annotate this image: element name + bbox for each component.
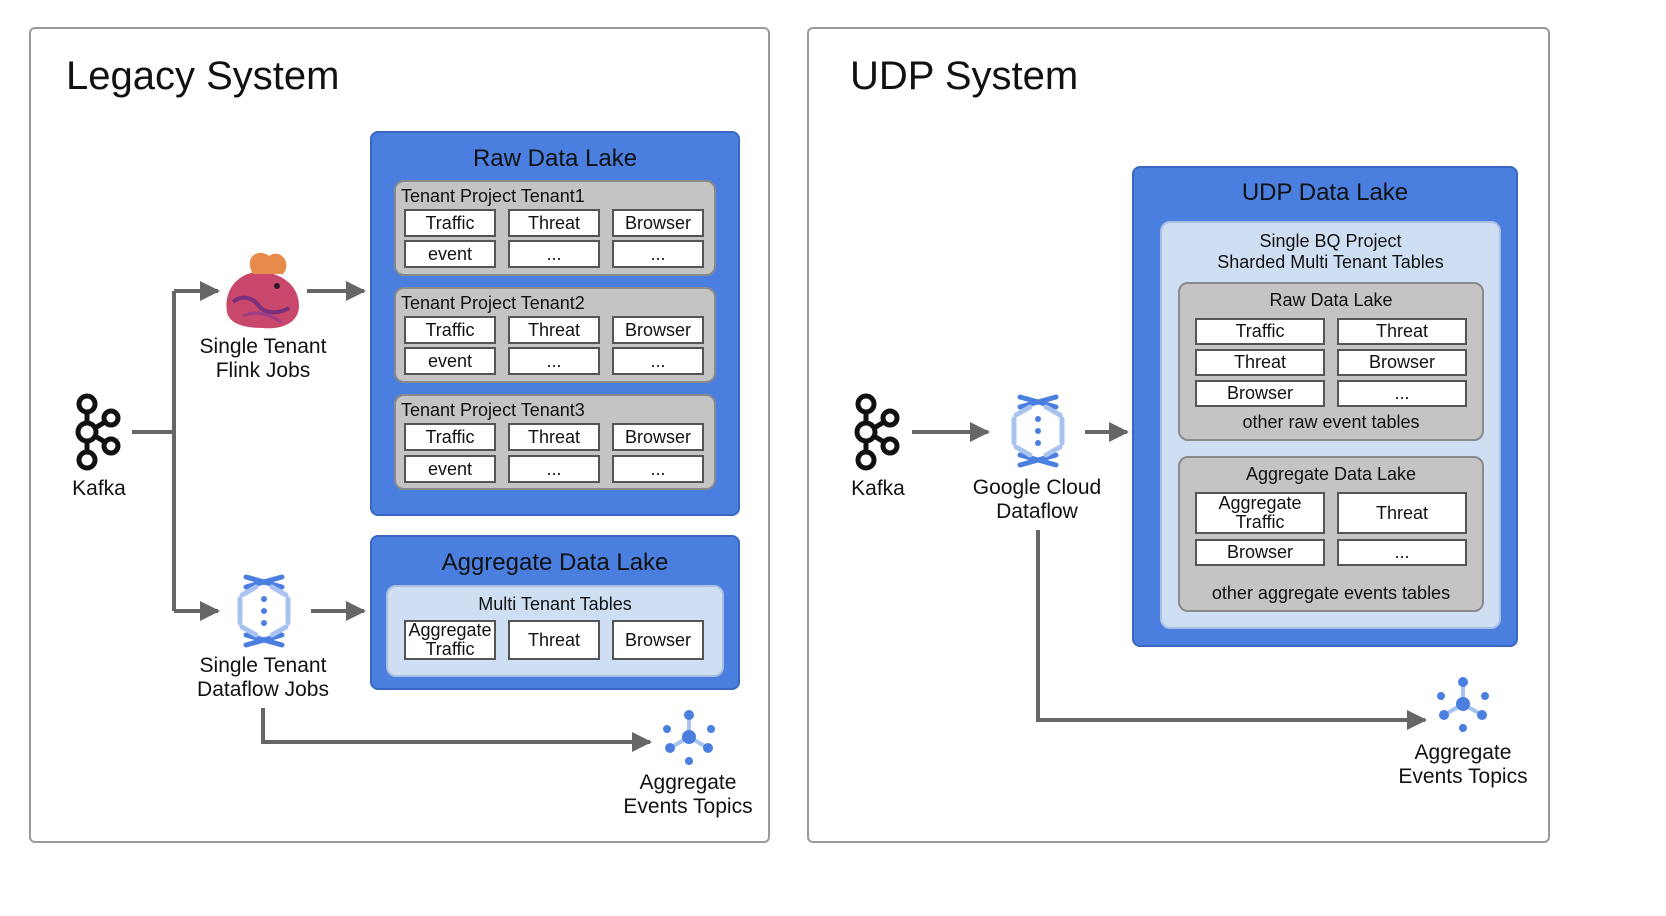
udp-agg-footer: other aggregate events tables [1211,583,1451,603]
tenant1-cell-more-2: ... [612,240,704,268]
legacy-raw-data-lake-title: Raw Data Lake [472,145,638,172]
legacy-kafka-label: Kafka [72,477,126,500]
tenant1-cell-threat: Threat [508,209,600,237]
udp-agg-cell-traffic: Aggregate Traffic [1195,492,1325,534]
udp-raw-data-lake-title: Raw Data Lake [1269,290,1393,310]
udp-aggregate-data-lake-title: Aggregate Data Lake [1245,464,1417,484]
tenant2-cell-browser: Browser [612,316,704,344]
tenant2-cell-traffic: Traffic [404,316,496,344]
tenant3-cell-event: event [404,455,496,483]
tenant3-cell-browser: Browser [612,423,704,451]
tenant-project-1-title: Tenant Project Tenant1 [401,186,585,206]
tenant2-cell-more-1: ... [508,347,600,375]
tenant-project-3-title: Tenant Project Tenant3 [401,400,585,420]
udp-data-lake-title: UDP Data Lake [1241,179,1409,206]
google-cloud-dataflow-label: Google Cloud Dataflow [972,476,1102,523]
legacy-topics-label: Aggregate Events Topics [623,771,753,818]
udp-raw-cell-more: ... [1337,380,1467,407]
udp-agg-cell-more: ... [1337,539,1467,566]
multi-tenant-tables-title: Multi Tenant Tables [478,594,632,614]
tenant3-cell-threat: Threat [508,423,600,451]
legacy-system-title: Legacy System [66,54,340,98]
tenant1-cell-traffic: Traffic [404,209,496,237]
tenant1-cell-more-1: ... [508,240,600,268]
tenant2-cell-event: event [404,347,496,375]
legacy-agg-cell-traffic: Aggregate Traffic [404,620,496,660]
legacy-agg-cell-browser: Browser [612,620,704,660]
udp-raw-cell-traffic: Traffic [1195,318,1325,345]
udp-raw-footer: other raw event tables [1242,412,1420,432]
udp-system-title: UDP System [850,54,1079,98]
udp-raw-cell-threat-1: Threat [1337,318,1467,345]
tenant-project-2-title: Tenant Project Tenant2 [401,293,585,313]
udp-raw-cell-browser-1: Browser [1337,349,1467,376]
tenant1-cell-browser: Browser [612,209,704,237]
udp-raw-cell-browser-2: Browser [1195,380,1325,407]
flink-jobs-label: Single Tenant Flink Jobs [199,335,327,382]
tenant3-cell-traffic: Traffic [404,423,496,451]
udp-agg-cell-threat: Threat [1337,492,1467,534]
legacy-aggregate-data-lake-title: Aggregate Data Lake [441,549,669,576]
tenant2-cell-more-2: ... [612,347,704,375]
udp-raw-cell-threat-2: Threat [1195,349,1325,376]
udp-agg-cell-browser: Browser [1195,539,1325,566]
tenant3-cell-more-2: ... [612,455,704,483]
udp-kafka-label: Kafka [851,477,905,500]
single-bq-project-label: Single BQ Project Sharded Multi Tenant T… [1217,231,1444,272]
tenant2-cell-threat: Threat [508,316,600,344]
tenant3-cell-more-1: ... [508,455,600,483]
tenant1-cell-event: event [404,240,496,268]
dataflow-jobs-label: Single Tenant Dataflow Jobs [197,654,329,701]
legacy-agg-cell-threat: Threat [508,620,600,660]
udp-topics-label: Aggregate Events Topics [1398,741,1528,788]
